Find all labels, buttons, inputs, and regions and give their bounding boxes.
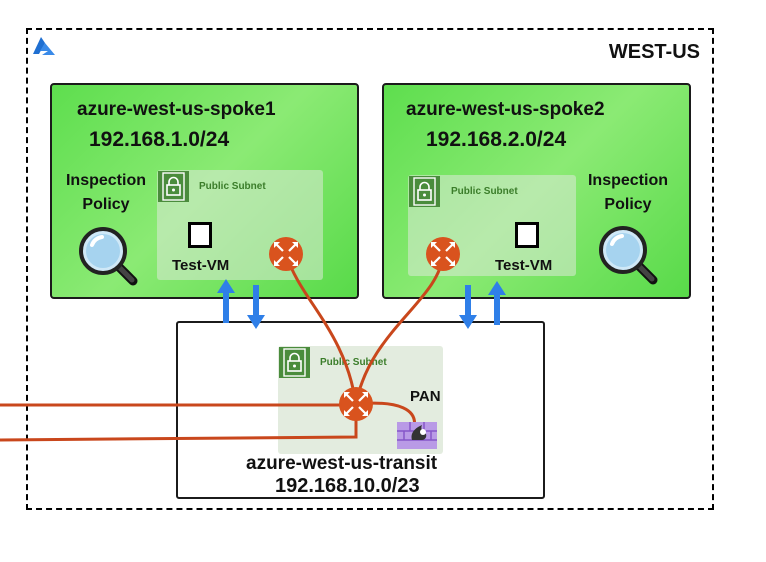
spoke2-subnet-label: Public Subnet <box>451 186 518 197</box>
spoke2-arrow-up-icon <box>488 281 506 325</box>
spoke2-policy-line2: Policy <box>604 196 652 213</box>
transit-title: azure-west-us-transit <box>246 453 438 474</box>
spoke2-inspection-policy-label: Inspection Policy <box>580 169 676 217</box>
pan-firewall-label: PAN <box>410 388 441 405</box>
spoke2-router-icon <box>424 235 462 273</box>
transit-subnet-lock-icon <box>279 347 310 378</box>
spoke1-title: azure-west-us-spoke1 <box>77 99 276 120</box>
spoke2-subnet-lock-icon <box>409 176 440 207</box>
spoke2-policy-line1: Inspection <box>587 172 668 189</box>
spoke1-subnet-label: Public Subnet <box>199 181 266 192</box>
transit-cidr: 192.168.10.0/23 <box>275 475 420 497</box>
spoke2-test-vm-icon <box>515 222 539 248</box>
spoke1-policy-line1: Inspection <box>65 172 146 189</box>
spoke1-router-icon <box>267 235 305 273</box>
spoke1-peering-line <box>284 253 358 405</box>
spoke1-subnet-lock-icon <box>158 171 189 202</box>
transit-router-icon <box>337 385 375 423</box>
azure-logo-icon <box>33 37 55 55</box>
region-label: WEST-US <box>608 41 700 63</box>
spoke2-peering-line <box>354 253 445 405</box>
spoke1-policy-line2: Policy <box>82 196 130 213</box>
spoke2-test-vm-label: Test-VM <box>495 257 553 274</box>
spoke1-cidr: 192.168.1.0/24 <box>89 128 230 151</box>
spoke2-arrow-down-icon <box>459 285 477 329</box>
transit-subnet-label: Public Subnet <box>320 357 387 368</box>
spoke2-cidr: 192.168.2.0/24 <box>426 128 567 151</box>
spoke2-title: azure-west-us-spoke2 <box>406 99 605 120</box>
pan-firewall-icon <box>397 422 437 449</box>
spoke1-inspection-policy-label: Inspection Policy <box>58 169 154 217</box>
spoke1-test-vm-icon <box>188 222 212 248</box>
region-boundary <box>26 28 714 510</box>
spoke2-magnifier-icon <box>601 228 653 280</box>
spoke1-arrow-up-icon <box>217 279 235 323</box>
connection-lines <box>0 253 445 442</box>
external-link-2 <box>0 404 358 442</box>
spoke1-arrow-down-icon <box>247 285 265 329</box>
spoke1-magnifier-icon <box>81 229 133 281</box>
spoke1-test-vm-label: Test-VM <box>172 257 230 274</box>
